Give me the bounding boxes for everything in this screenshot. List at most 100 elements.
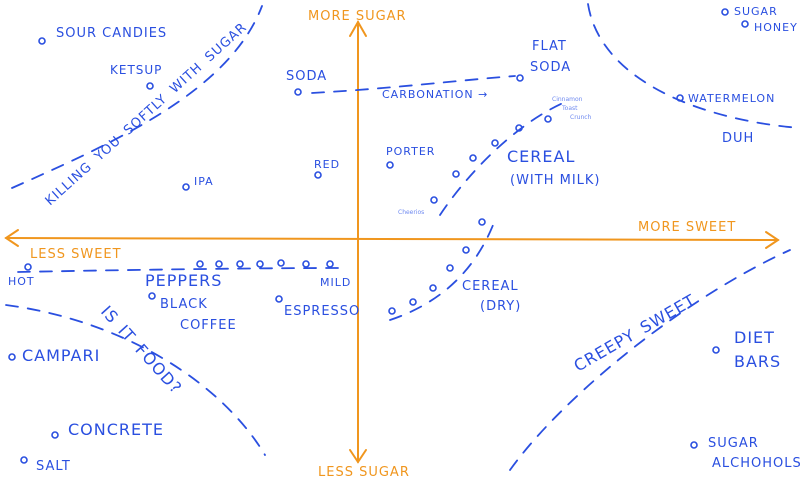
point-pepper <box>196 260 204 268</box>
is-it-food-line <box>5 304 266 456</box>
points <box>8 8 749 464</box>
label-honey: HONEY <box>754 21 798 34</box>
axis-label-left: LESS SWEET <box>30 247 122 262</box>
point-cereal-milk <box>469 154 477 162</box>
point-salt <box>20 456 28 464</box>
label-flat-soda: SODA <box>530 60 571 75</box>
label-sour-candies: SOUR CANDIES <box>56 26 167 41</box>
label-porter: PORTER <box>386 145 435 158</box>
point-cereal-milk <box>544 115 552 123</box>
point-cereal-dry <box>429 284 437 292</box>
point-watermelon <box>676 94 684 102</box>
label-cereal-milk: CEREAL <box>507 147 575 166</box>
region-is-it-food-word: IT <box>114 321 139 346</box>
region-is-it-food-word: FOOD? <box>131 340 185 397</box>
point-cereal-dry <box>388 307 396 315</box>
point-cereal-milk <box>491 139 499 147</box>
label-ketsup: KETSUP <box>110 63 162 77</box>
label-espresso: ESPRESSO <box>284 304 360 319</box>
label-red: RED <box>314 158 340 171</box>
point-cereal-dry <box>446 264 454 272</box>
region-killing-softly-word: KILLING <box>43 159 96 209</box>
point-porter <box>386 161 394 169</box>
label-mild: MILD <box>320 276 351 289</box>
label-crunch: Crunch <box>570 114 592 121</box>
point-pepper <box>302 260 310 268</box>
point-cereal-milk <box>430 196 438 204</box>
point-honey <box>741 20 749 28</box>
axis-label-bottom: LESS SUGAR <box>318 465 410 480</box>
label-flat: FLAT <box>532 39 567 54</box>
label-cheerios: Cheerios <box>398 209 424 216</box>
point-cereal-milk <box>515 124 523 132</box>
label-cinnamon: Cinnamon <box>552 96 583 103</box>
label-concrete: CONCRETE <box>68 420 164 439</box>
point-concrete <box>51 431 59 439</box>
point-pepper <box>256 260 264 268</box>
point-pepper <box>277 259 285 267</box>
carbonation-line <box>311 75 516 94</box>
point-cereal-dry <box>462 246 470 254</box>
label-soda: SODA <box>286 69 327 84</box>
label-diet: DIET <box>734 328 775 347</box>
point-soda <box>294 88 302 96</box>
label-cereal-dry-sub: (DRY) <box>480 299 521 314</box>
point-campari <box>8 353 16 361</box>
region-killing-softly-word: SOFTLY <box>121 92 171 139</box>
region-carbonation: CARBONATION → <box>382 88 488 101</box>
point-diet-bars <box>712 346 720 354</box>
point-pepper <box>236 260 244 268</box>
label-campari: CAMPARI <box>22 346 100 365</box>
point-cereal-dry <box>409 298 417 306</box>
label-peppers: PEPPERS <box>145 271 222 290</box>
axes: MORE SUGAR LESS SUGAR LESS SWEET MORE SW… <box>4 9 780 480</box>
label-sugar: SUGAR <box>734 5 778 18</box>
point-sugar <box>721 8 729 16</box>
point-sour-candies <box>38 37 46 45</box>
killing-line <box>11 5 263 189</box>
point-cereal-milk <box>452 170 460 178</box>
label-sugar-alcohols: SUGAR <box>708 436 759 451</box>
label-hot: HOT <box>8 275 35 288</box>
label-toast: Toast <box>561 105 578 112</box>
region-is-it-food-word: IS <box>97 302 122 327</box>
creepy-line <box>509 249 791 471</box>
point-espresso <box>275 295 283 303</box>
label-ipa: IPA <box>194 175 214 188</box>
item-labels: SOUR CANDIES KETSUP SODA FLAT SODA SUGAR… <box>8 5 800 474</box>
label-sugar-alcohols-sub: ALCHOHOLS <box>712 456 800 471</box>
point-pepper-hot <box>24 263 32 271</box>
axis-label-top: MORE SUGAR <box>308 9 407 24</box>
region-creepy-sweet-word: CREEPY <box>571 325 639 375</box>
point-sugar-alcohols <box>690 441 698 449</box>
label-cereal-milk-sub: (WITH MILK) <box>510 173 601 188</box>
point-pepper <box>215 260 223 268</box>
region-lines <box>5 3 800 471</box>
horizontal-axis <box>5 237 779 241</box>
region-creepy-sweet-word: SWEET <box>637 290 699 337</box>
duh-line <box>587 3 800 129</box>
label-bars: BARS <box>734 352 781 371</box>
label-cereal-dry: CEREAL <box>462 279 519 294</box>
label-salt: SALT <box>36 459 71 474</box>
label-black: BLACK <box>160 297 208 312</box>
point-ketsup <box>146 82 154 90</box>
point-cereal-dry <box>478 218 486 226</box>
point-black-coffee <box>148 292 156 300</box>
peppers-line <box>17 267 341 273</box>
arrow-right-icon <box>765 231 780 249</box>
region-killing-softly-word: WITH <box>167 60 206 97</box>
arrow-left-icon <box>4 229 19 247</box>
point-pepper-mild <box>326 260 334 268</box>
cereal-dry-line <box>389 219 496 321</box>
axis-label-right: MORE SWEET <box>638 220 736 235</box>
point-red <box>314 171 322 179</box>
label-watermelon: WATERMELON <box>688 92 775 105</box>
arrow-up-icon <box>349 19 367 37</box>
label-duh: DUH <box>722 131 754 146</box>
arrow-down-icon <box>349 449 367 464</box>
